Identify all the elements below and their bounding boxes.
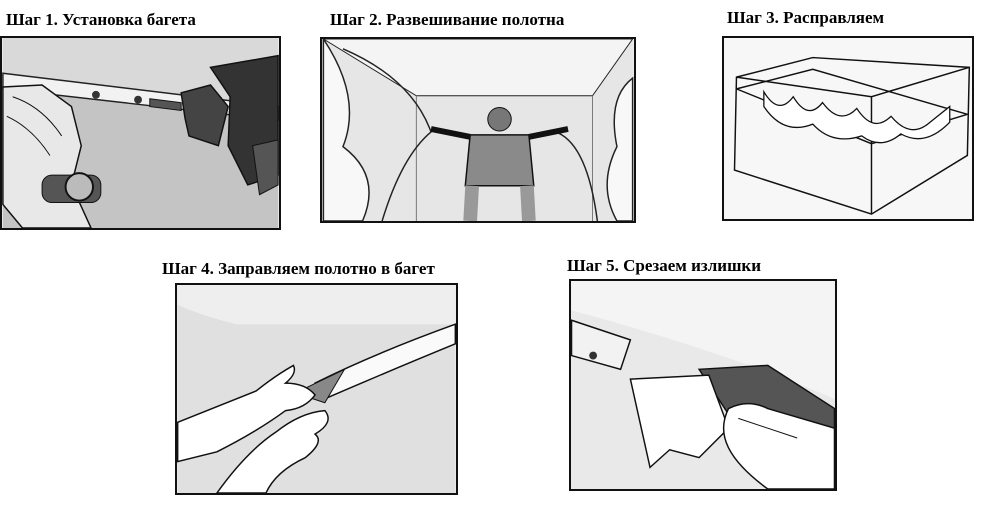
step-3-drawing <box>724 38 972 219</box>
excess-canvas <box>629 374 730 469</box>
step-2-drawing <box>322 39 634 221</box>
step-1-title: Шаг 1. Установка багета <box>6 10 196 29</box>
step-2-title: Шаг 2. Развешивание полотна <box>330 10 565 29</box>
canvas-sheet-left <box>322 39 370 221</box>
step-4-drawing <box>177 285 456 493</box>
baguette-rail <box>571 319 632 371</box>
canvas-sheet-right <box>606 76 634 221</box>
canvas-edge <box>313 323 456 400</box>
worker-icon <box>430 107 569 221</box>
step-3-illustration <box>722 36 974 221</box>
step-3-title: Шаг 3. Расправляем <box>727 8 885 27</box>
step-5-title: Шаг 5. Срезаем излишки <box>567 256 762 275</box>
screw-icon <box>92 90 100 99</box>
step-1-drawing <box>2 38 279 228</box>
step-5-drawing <box>571 281 835 489</box>
step-5-illustration <box>569 279 837 491</box>
screw-icon <box>589 351 598 360</box>
hand-icon <box>177 364 329 493</box>
stretch-canvas <box>763 89 951 144</box>
step-1-illustration <box>0 36 281 230</box>
step-4-title: Шаг 4. Заправляем полотно в багет <box>162 259 435 278</box>
hand-icon <box>722 402 835 489</box>
step-2-illustration <box>320 37 636 223</box>
wristwatch-icon <box>41 172 102 204</box>
drill-icon <box>149 54 279 196</box>
screw-icon <box>134 95 142 104</box>
step-4-illustration <box>175 283 458 495</box>
